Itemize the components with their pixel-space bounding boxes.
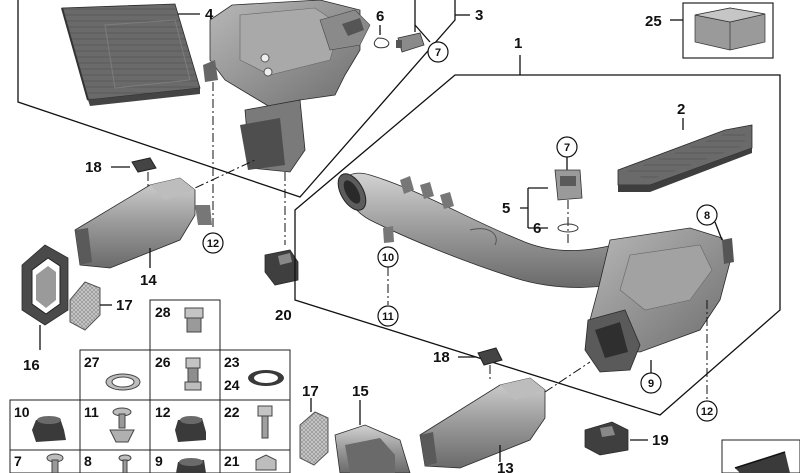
table-label-8: 8 bbox=[84, 453, 92, 469]
air-filter-element-4 bbox=[61, 3, 201, 106]
table-label-21: 21 bbox=[224, 453, 240, 469]
assembly-1-frame bbox=[294, 74, 781, 416]
label-1: 1 bbox=[514, 35, 522, 52]
seal-18-top bbox=[131, 157, 157, 173]
label-9: 9 bbox=[648, 378, 654, 390]
intake-duct-14 bbox=[74, 177, 212, 269]
label-20: 20 bbox=[275, 307, 292, 324]
table-label-26: 26 bbox=[155, 354, 171, 370]
label-18-top: 18 bbox=[85, 159, 102, 176]
label-6: 6 bbox=[533, 220, 541, 237]
table-label-9: 9 bbox=[155, 453, 163, 469]
label-25: 25 bbox=[645, 13, 662, 30]
table-label-12: 12 bbox=[155, 404, 171, 420]
part-27-ring bbox=[105, 373, 141, 391]
gasket-16 bbox=[21, 244, 69, 326]
label-7-top: 7 bbox=[435, 47, 441, 59]
intake-pipe bbox=[337, 172, 651, 288]
part-8-screw bbox=[118, 454, 132, 473]
part-10-grommet bbox=[32, 416, 66, 442]
label-2: 2 bbox=[677, 101, 685, 118]
rubber-mount-20 bbox=[264, 249, 299, 286]
table-label-10: 10 bbox=[14, 404, 30, 420]
label-15: 15 bbox=[352, 383, 369, 400]
air-filter-housing-right bbox=[584, 227, 734, 373]
part-23-24-oring bbox=[248, 370, 284, 386]
table-label-27: 27 bbox=[84, 354, 100, 370]
mass-air-flow-sensor-7-top bbox=[373, 32, 425, 53]
table-label-7: 7 bbox=[14, 453, 22, 469]
part-7-screw bbox=[46, 453, 64, 473]
label-18: 18 bbox=[433, 349, 450, 366]
label-8: 8 bbox=[704, 210, 710, 222]
seal-18 bbox=[477, 347, 503, 366]
table-label-23: 23 bbox=[224, 354, 240, 370]
duct-15 bbox=[334, 424, 411, 473]
table-label-22: 22 bbox=[224, 404, 240, 420]
part-21-nut bbox=[255, 454, 277, 471]
table-label-11: 11 bbox=[84, 404, 99, 420]
part-28-nipple bbox=[184, 307, 204, 333]
catalog-corner-icon bbox=[721, 439, 800, 473]
small-parts-table bbox=[9, 299, 291, 473]
label-19: 19 bbox=[652, 432, 669, 449]
mesh-screen-17-left bbox=[69, 281, 101, 331]
assembly-3-frame bbox=[17, 0, 456, 198]
label-7: 7 bbox=[564, 142, 570, 154]
label-5: 5 bbox=[502, 200, 510, 217]
label-12-top: 12 bbox=[207, 238, 219, 250]
table-label-24: 24 bbox=[224, 377, 240, 393]
label-3: 3 bbox=[475, 7, 483, 24]
label-6-top: 6 bbox=[376, 8, 384, 25]
part-22-bolt bbox=[257, 405, 273, 439]
mesh-screen-17 bbox=[299, 411, 329, 466]
rubber-mount-19 bbox=[584, 421, 629, 456]
kit-box-25 bbox=[682, 2, 774, 59]
mass-air-flow-sensor-7 bbox=[554, 169, 583, 201]
label-14: 14 bbox=[140, 272, 157, 289]
part-12-grommet bbox=[175, 416, 206, 442]
label-17-left: 17 bbox=[116, 297, 133, 314]
label-13: 13 bbox=[497, 460, 514, 473]
intake-duct-13 bbox=[419, 377, 546, 469]
label-16: 16 bbox=[23, 357, 40, 374]
part-11-clip bbox=[109, 407, 135, 443]
air-filter-element-2 bbox=[617, 124, 753, 192]
label-12: 12 bbox=[701, 406, 713, 418]
air-filter-housing-lower bbox=[203, 0, 371, 173]
label-10: 10 bbox=[382, 252, 394, 264]
label-11: 11 bbox=[382, 311, 394, 323]
label-4: 4 bbox=[205, 6, 214, 23]
part-9-grommet bbox=[176, 458, 206, 473]
label-17: 17 bbox=[302, 383, 319, 400]
part-26-plug bbox=[184, 357, 202, 391]
table-label-28: 28 bbox=[155, 304, 171, 320]
